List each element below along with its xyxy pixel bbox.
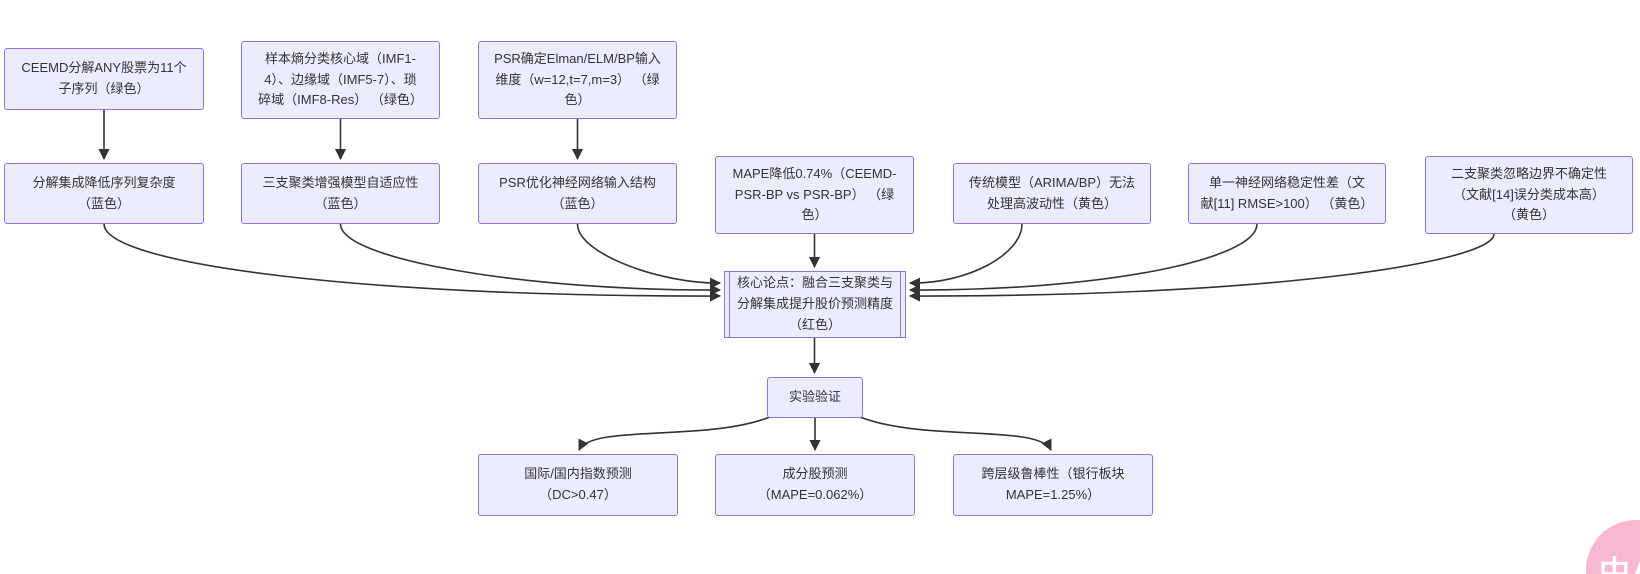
edge-i-core (908, 223, 1258, 296)
node-single-nn-instability: 单一神经网络稳定性差（文 献[11] RMSE>100） （黄色） (1188, 163, 1386, 224)
node-three-way-clustering-adaptivity: 三支聚类增强模型自适应性 （蓝色） (241, 163, 440, 224)
node-index-prediction: 国际/国内指数预测 （DC>0.47） (478, 454, 678, 516)
node-psr-input-dimension: PSR确定Elman/ELM/BP输入 维度（w=12,t=7,m=3） （绿 … (478, 41, 677, 119)
node-two-way-clustering-limitation: 二支聚类忽略边界不确定性 （文献[14]误分类成本高） （黄色） (1425, 156, 1633, 234)
edge-exp-r3 (859, 416, 1052, 451)
node-mape-reduction: MAPE降低0.74%（CEEMD- PSR-BP vs PSR-BP） （绿 … (715, 156, 914, 234)
translate-button[interactable]: 中A (1586, 520, 1640, 574)
edge-h-core (908, 223, 1023, 289)
node-constituent-stock-prediction: 成分股预测 （MAPE=0.062%） (715, 454, 915, 516)
edge-j-core (908, 233, 1495, 302)
node-traditional-model-limitation: 传统模型（ARIMA/BP）无法 处理高波动性（黄色） (953, 163, 1151, 224)
node-experimental-validation: 实验验证 (767, 377, 863, 418)
node-sample-entropy-classification: 样本熵分类核心域（IMF1- 4）、边缘域（IMF5-7）、琐 碎域（IMF8-… (241, 41, 440, 119)
edge-exp-r1 (578, 416, 771, 451)
node-ceemd-decomposition: CEEMD分解ANY股票为11个 子序列（绿色） (4, 48, 204, 110)
node-cross-level-robustness: 跨层级鲁棒性（银行板块 MAPE=1.25%） (953, 454, 1153, 516)
node-psr-optimizes-input-structure: PSR优化神经网络输入结构 （蓝色） (478, 163, 677, 224)
node-decomposition-reduces-complexity: 分解集成降低序列复杂度 （蓝色） (4, 163, 204, 224)
edge-d-core (103, 223, 722, 302)
node-core-thesis: 核心论点：融合三支聚类与 分解集成提升股价预测精度 （红色） (724, 271, 906, 338)
edge-e-core (339, 223, 722, 296)
translate-button-label: 中A (1599, 555, 1640, 574)
edge-f-core (576, 223, 722, 289)
